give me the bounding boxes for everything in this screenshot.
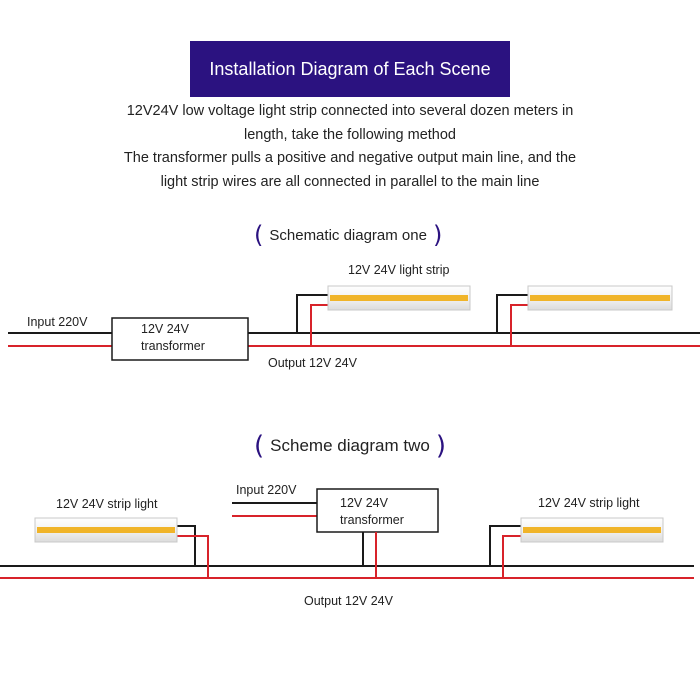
diagram-two: 12V 24V transformer Input 220V 12V 24V s…: [0, 483, 694, 608]
led-band: [523, 527, 661, 533]
transformer-box: [316, 488, 439, 533]
transformer-label-line2: transformer: [340, 513, 404, 527]
strip-label-right: 12V 24V strip light: [538, 496, 640, 510]
transformer-label-line2: transformer: [141, 339, 205, 353]
diagram-two-heading-text: Scheme diagram two: [270, 436, 430, 455]
description-line: length, take the following method: [244, 126, 456, 143]
transformer-label-line1: 12V 24V: [141, 322, 190, 336]
input-label: Input 220V: [236, 483, 297, 497]
led-band: [530, 295, 670, 301]
led-band: [37, 527, 175, 533]
diagram-one-heading: ( Schematic diagram one ): [254, 221, 443, 249]
diagram-two-heading: ( Scheme diagram two ): [254, 431, 446, 461]
strip-tap-black: [496, 294, 530, 333]
description: 12V24V low voltage light strip connected…: [60, 100, 640, 194]
transformer-label-line1: 12V 24V: [340, 496, 389, 510]
led-band: [330, 295, 468, 301]
strip-label-left: 12V 24V strip light: [56, 497, 158, 511]
title-banner: Installation Diagram of Each Scene: [190, 41, 510, 97]
strip-tap-red: [177, 535, 209, 578]
strip-tap-red: [502, 535, 523, 578]
strip-tap-black: [296, 294, 330, 333]
output-label: Output 12V 24V: [268, 356, 358, 370]
description-line: light strip wires are all connected in p…: [160, 173, 540, 190]
description-line: 12V24V low voltage light strip connected…: [126, 103, 574, 119]
diagram-one-heading-text: Schematic diagram one: [269, 226, 427, 244]
strip-tap-black: [489, 525, 523, 566]
diagram-one: 12V 24V transformer Input 220V 12V 24V l…: [8, 263, 700, 370]
strip-tap-black: [177, 525, 196, 566]
page-title: Installation Diagram of Each Scene: [209, 58, 491, 79]
strip-tap-red: [510, 304, 530, 346]
strip-tap-red: [310, 304, 330, 346]
transformer-box: [111, 317, 249, 361]
output-label: Output 12V 24V: [304, 594, 394, 608]
input-label: Input 220V: [27, 315, 88, 329]
description-line: The transformer pulls a positive and neg…: [123, 150, 577, 166]
strip-label: 12V 24V light strip: [348, 263, 449, 277]
